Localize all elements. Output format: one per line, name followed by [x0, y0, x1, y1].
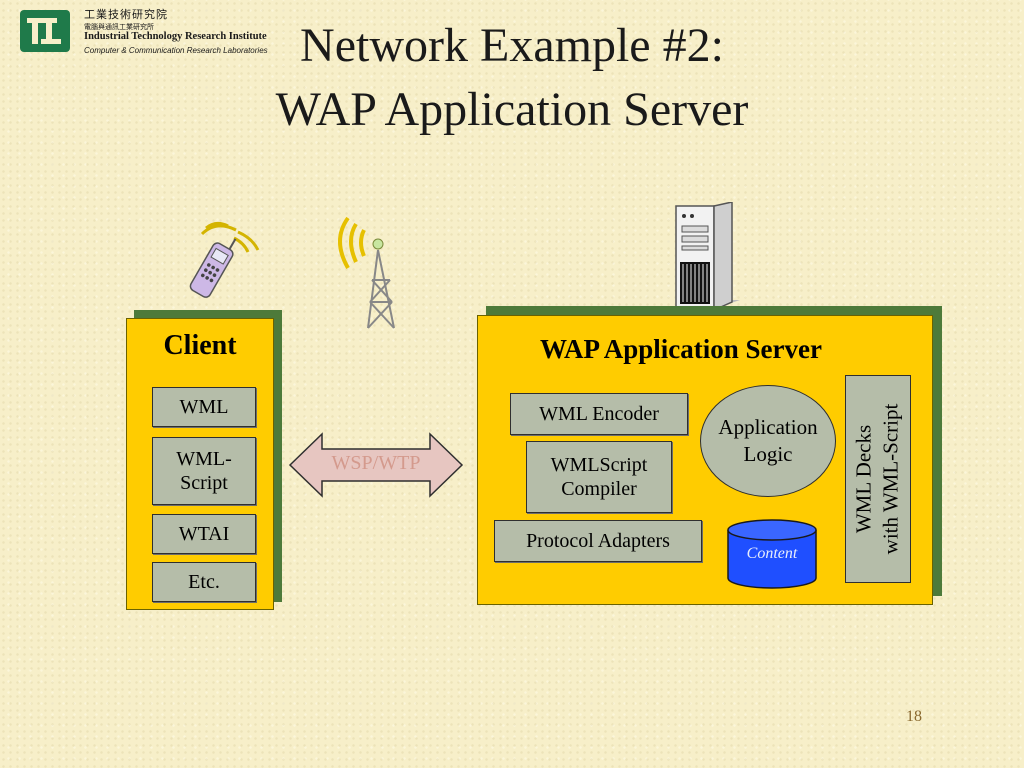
client-item-wml-script: WML- Script	[152, 437, 256, 505]
wml-encoder-box: WML Encoder	[510, 393, 688, 435]
client-item-label: WTAI	[178, 523, 230, 545]
client-title: Client	[163, 330, 237, 361]
application-logic-ellipse: Application Logic	[700, 385, 836, 497]
page-number: 18	[906, 708, 922, 725]
client-item-etc: Etc.	[152, 562, 256, 602]
wml-encoder-label: WML Encoder	[539, 403, 659, 425]
logo-chinese-subtitle: 電腦與通訊工業研究所	[84, 23, 154, 31]
protocol-adapters-box: Protocol Adapters	[494, 520, 702, 562]
radio-tower-icon	[338, 216, 395, 329]
application-logic-label: Application Logic	[718, 414, 818, 466]
slide-title-line2: WAP Application Server	[275, 83, 749, 136]
logo-chinese-name: 工業技術研究院	[84, 8, 168, 21]
content-label: Content	[746, 545, 798, 562]
logo-english-subtitle: Computer & Communication Research Labora…	[84, 46, 268, 55]
client-item-wml: WML	[152, 387, 256, 427]
content-database-icon	[727, 519, 817, 589]
server-tower-icon	[675, 202, 740, 312]
wmlscript-compiler-label: WMLScript Compiler	[550, 454, 648, 500]
client-item-label: WML	[179, 396, 229, 418]
wml-decks-box: WML Decks with WML-Script	[845, 375, 911, 583]
itri-logo-icon	[20, 10, 70, 52]
client-item-wtai: WTAI	[152, 514, 256, 554]
wmlscript-compiler-box: WMLScript Compiler	[526, 441, 672, 513]
slide-title-line1: Network Example #2:	[300, 19, 724, 72]
wsp-wtp-double-arrow	[288, 432, 464, 498]
mobile-phone-icon	[189, 221, 260, 298]
server-title: WAP Application Server	[540, 334, 822, 364]
wml-decks-label: WML Decks with WML-Script	[851, 403, 903, 555]
logo-english-name: Industrial Technology Research Institute	[84, 31, 267, 42]
wsp-wtp-label: WSP/WTP	[331, 452, 421, 474]
client-item-label: WML- Script	[176, 448, 232, 494]
protocol-adapters-label: Protocol Adapters	[526, 530, 670, 552]
client-item-label: Etc.	[188, 571, 220, 593]
